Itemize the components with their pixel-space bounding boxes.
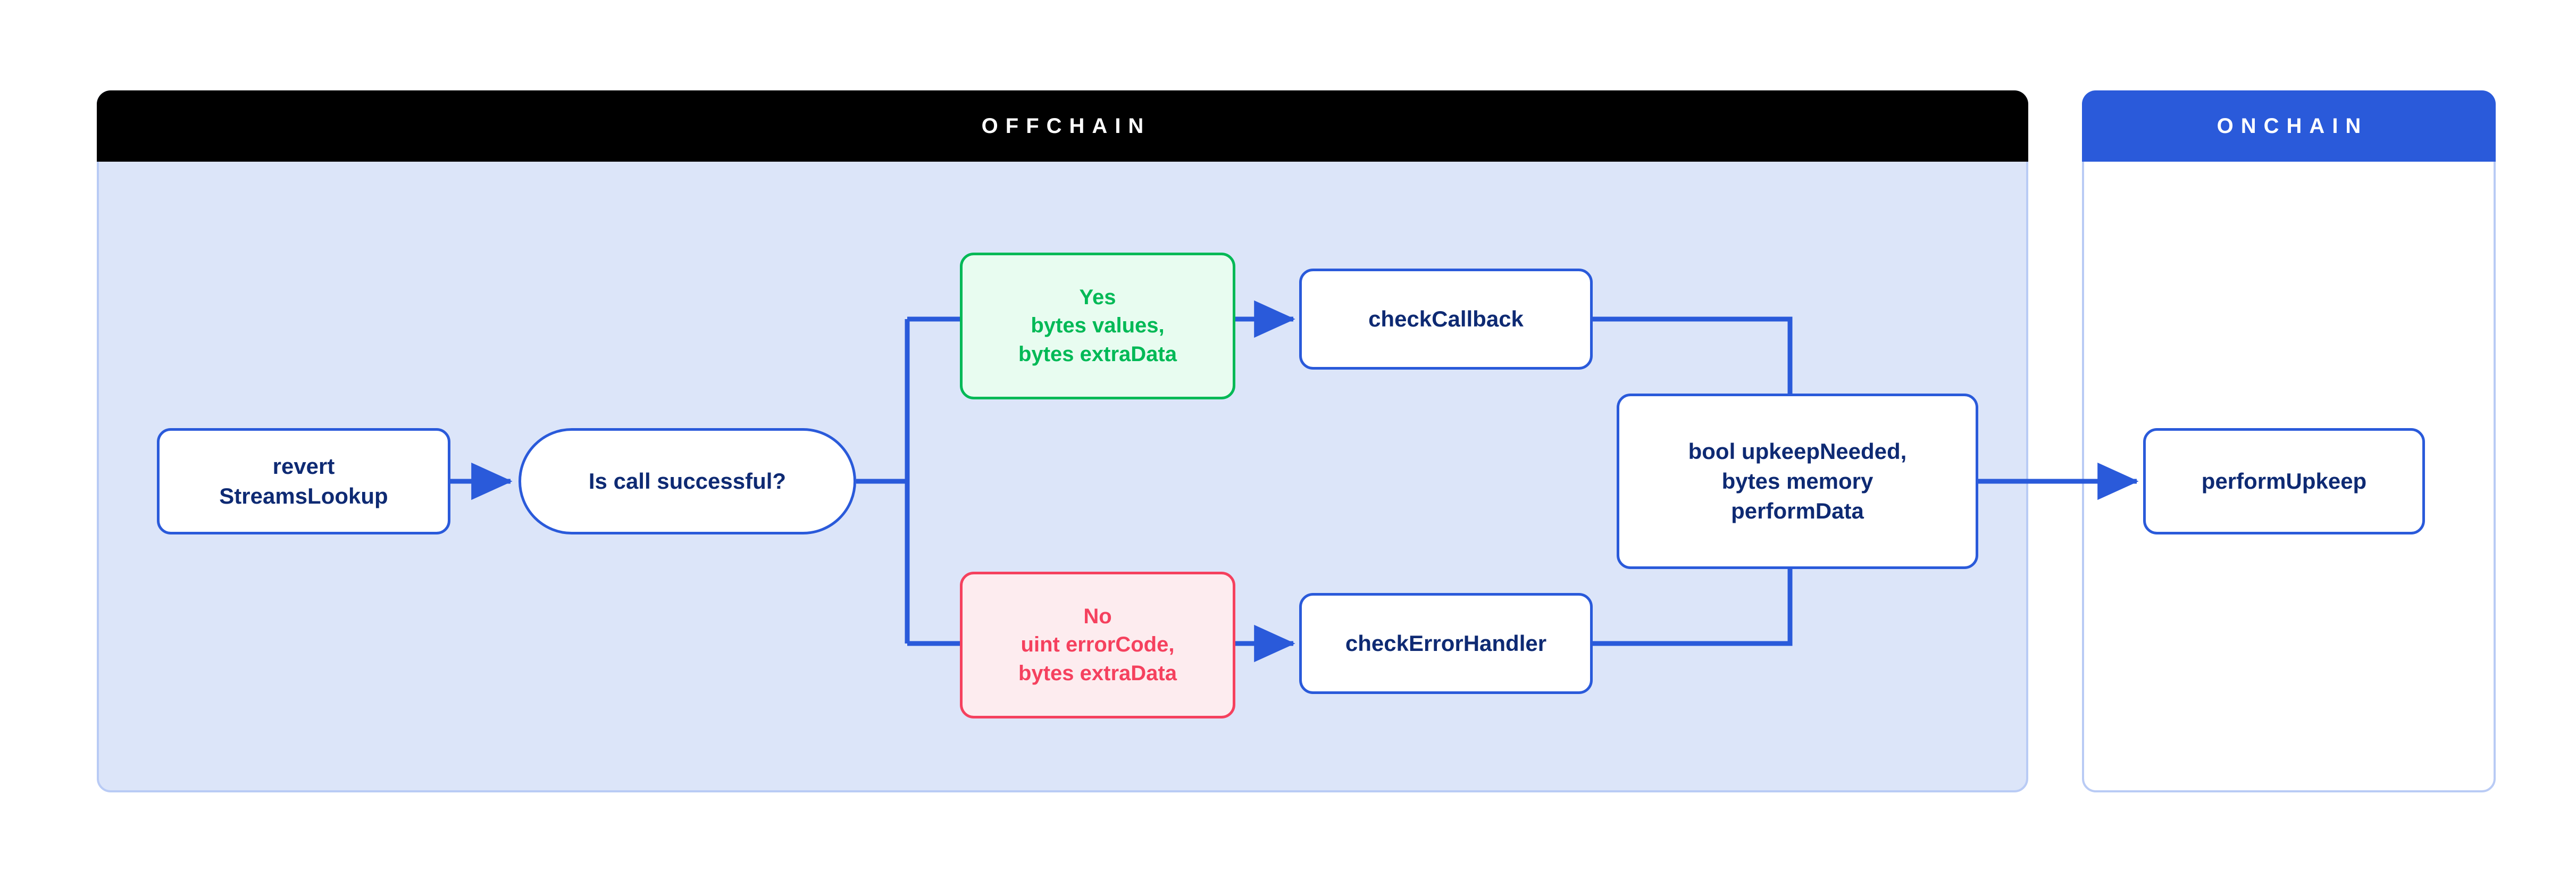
node-yes-branch-label: Yes bytes values, bytes extraData [1018, 285, 1177, 366]
node-revert-streamslookup-label: revert StreamsLookup [219, 453, 388, 508]
node-checkerrorhandler[interactable]: checkErrorHandler [1299, 593, 1593, 694]
onchain-panel-title: ONCHAIN [2217, 114, 2369, 138]
node-is-call-successful[interactable]: Is call successful? [518, 428, 856, 534]
node-no-branch[interactable]: No uint errorCode, bytes extraData [960, 572, 1235, 718]
node-checkcallback[interactable]: checkCallback [1299, 269, 1593, 370]
node-checkcallback-label: checkCallback [1368, 306, 1524, 331]
node-revert-streamslookup[interactable]: revert StreamsLookup [157, 428, 450, 534]
node-performupkeep-label: performUpkeep [2201, 468, 2367, 494]
node-checkerrorhandler-label: checkErrorHandler [1345, 630, 1547, 656]
node-performupkeep[interactable]: performUpkeep [2143, 428, 2425, 534]
node-yes-branch[interactable]: Yes bytes values, bytes extraData [960, 253, 1235, 399]
node-upkeepneeded-performdata[interactable]: bool upkeepNeeded, bytes memory performD… [1617, 394, 1978, 569]
node-is-call-successful-label: Is call successful? [588, 468, 787, 494]
node-no-branch-label: No uint errorCode, bytes extraData [1018, 604, 1177, 685]
offchain-panel-title: OFFCHAIN [981, 114, 1151, 138]
onchain-panel-header: ONCHAIN [2082, 90, 2496, 162]
node-upkeepneeded-performdata-label: bool upkeepNeeded, bytes memory performD… [1688, 438, 1907, 524]
offchain-panel-header: OFFCHAIN [97, 90, 2028, 162]
